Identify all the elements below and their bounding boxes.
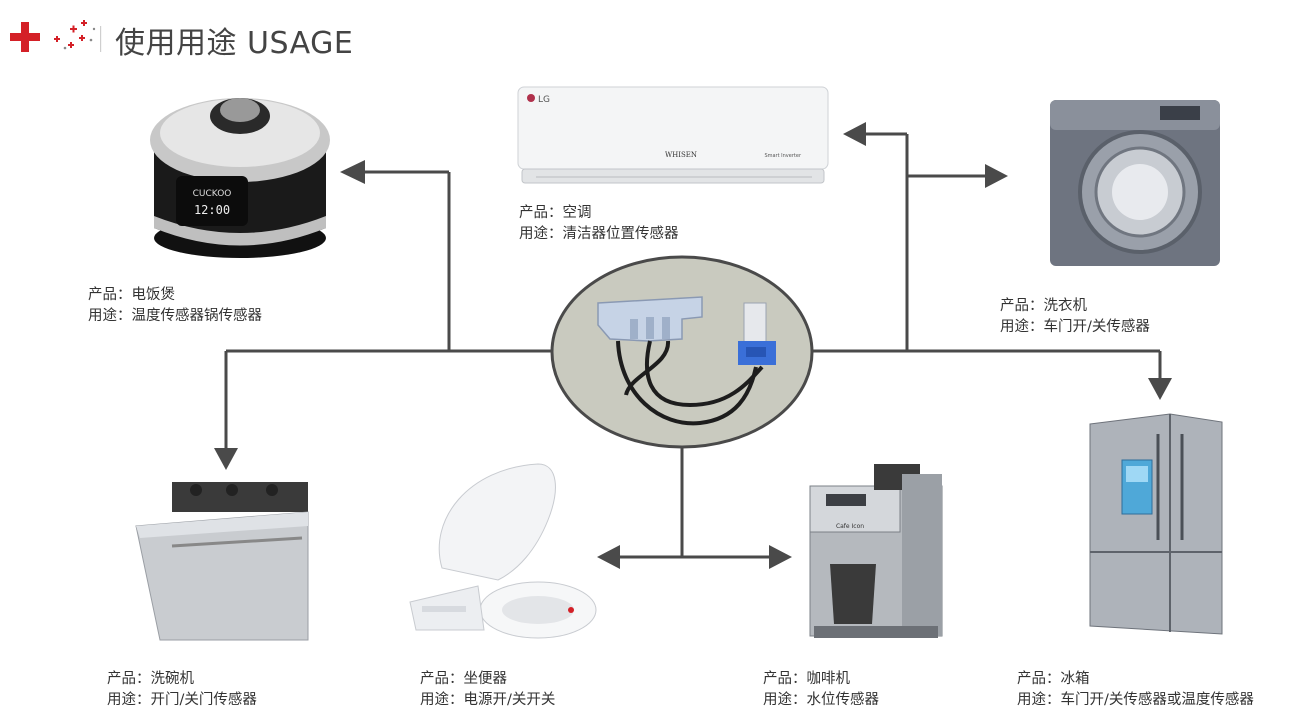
- arrow-to-fridge: [1148, 378, 1172, 400]
- arrow-to-toilet: [597, 545, 620, 569]
- usage-label: 用途：电源开/关开关: [420, 692, 556, 708]
- refrigerator-image: [1088, 410, 1224, 638]
- product-label: 产品：洗碗机: [107, 671, 194, 687]
- product-label: 产品：空调: [519, 205, 592, 221]
- caption-toilet-seat: 产品：坐便器 用途：电源开/关开关: [420, 669, 555, 711]
- usage-label: 用途：车门开/关传感器或温度传感器: [1017, 692, 1254, 708]
- page-title: 使用用途 USAGE: [115, 26, 354, 61]
- svg-text:12:00: 12:00: [194, 203, 230, 217]
- product-label: 产品：洗衣机: [1000, 298, 1087, 314]
- product-label: 产品：电饭煲: [88, 287, 175, 303]
- usage-label: 用途：清洁器位置传感器: [519, 226, 679, 242]
- rice-cooker-image: CUCKOO 12:00: [140, 78, 340, 263]
- washing-machine-image: [1040, 92, 1226, 272]
- caption-rice-cooker: 产品：电饭煲 用途：温度传感器锅传感器: [88, 285, 262, 327]
- usage-label: 用途：水位传感器: [763, 692, 879, 708]
- arrow-to-washer: [985, 164, 1008, 188]
- usage-label: 用途：车门开/关传感器: [1000, 319, 1150, 335]
- caption-refrigerator: 产品：冰箱 用途：车门开/关传感器或温度传感器: [1017, 669, 1254, 711]
- brand-logo: [8, 18, 103, 58]
- caption-coffee-machine: 产品：咖啡机 用途：水位传感器: [763, 669, 879, 711]
- sensor-image: [550, 255, 814, 449]
- svg-text:LG: LG: [538, 95, 550, 105]
- product-label: 产品：冰箱: [1017, 671, 1090, 687]
- arrow-to-cooker: [340, 160, 365, 184]
- usage-label: 用途：开门/关门传感器: [107, 692, 257, 708]
- product-label: 产品：坐便器: [420, 671, 507, 687]
- caption-air-conditioner: 产品：空调 用途：清洁器位置传感器: [519, 203, 679, 245]
- usage-label: 用途：温度传感器锅传感器: [88, 308, 262, 324]
- svg-text:Smart Inverter: Smart Inverter: [764, 153, 801, 159]
- svg-text:WHISEN: WHISEN: [665, 151, 697, 159]
- toilet-seat-image: [408, 460, 598, 642]
- arrow-to-coffee: [769, 545, 792, 569]
- caption-dishwasher: 产品：洗碗机 用途：开门/关门传感器: [107, 669, 257, 711]
- product-label: 产品：咖啡机: [763, 671, 850, 687]
- svg-text:CUCKOO: CUCKOO: [193, 189, 232, 199]
- caption-washing-machine: 产品：洗衣机 用途：车门开/关传感器: [1000, 296, 1150, 338]
- air-conditioner-image: LG WHISEN Smart Inverter: [516, 85, 832, 190]
- svg-text:Cafe Icon: Cafe Icon: [836, 523, 864, 530]
- dishwasher-image: [132, 476, 314, 646]
- coffee-machine-image: Cafe Icon: [806, 464, 946, 646]
- arrow-to-ac: [843, 122, 866, 146]
- arrow-to-dishwasher: [214, 448, 238, 470]
